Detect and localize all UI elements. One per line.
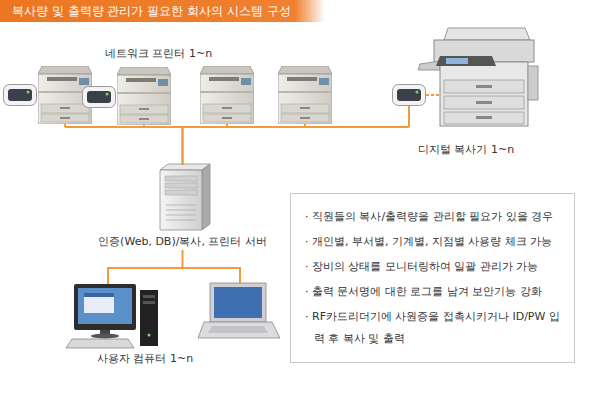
user-computers: 사용자 컴퓨터 1~n: [60, 267, 290, 368]
server-tower: [160, 164, 210, 230]
node-label: 사용자 컴퓨터 1~n: [97, 352, 193, 366]
network-printer: [200, 66, 254, 124]
user-bus: [108, 268, 240, 284]
network-printer: [117, 67, 171, 125]
rf-card-reader: [393, 85, 426, 106]
network-link: [183, 127, 389, 165]
node-label: 디지털 복사기 1~n: [418, 143, 514, 157]
network-link: [182, 250, 184, 267]
server-node: 인증(Web, DB)/복사, 프린터 서버: [70, 165, 295, 250]
title-bar: 복사량 및 출력량 관리가 필요한 회사의 시스템 구성: [0, 0, 325, 22]
network-printer: [278, 66, 332, 124]
node-label: 네트워크 프린터 1~n: [105, 47, 212, 61]
info-panel: · 직원들의 복사/출력량을 관리할 필요가 있을 경우 · 개인별, 부서별, …: [290, 193, 575, 363]
bullet-text: · 장비의 상태를 모니터링하여 일괄 관리가 가능: [305, 256, 564, 278]
digital-copier: [418, 28, 538, 126]
rf-card-reader: [4, 85, 37, 106]
rf-card-reader: [83, 87, 116, 108]
printer-group: 네트워크 프린터 1~n: [0, 45, 365, 128]
bullet-text: · 개인별, 부서별, 기계별, 지점별 사용량 체크 가능: [305, 231, 564, 253]
desktop-computer: [66, 284, 158, 348]
bullet-text: · RF카드리더기에 사원증을 접촉시키거나 ID/PW 입력 후 복사 및 출…: [305, 306, 564, 350]
reader-link: [426, 94, 440, 96]
laptop-computer: [198, 283, 280, 338]
bullet-text: · 직원들의 복사/출력량을 관리할 필요가 있을 경우: [305, 206, 564, 228]
node-label: 인증(Web, DB)/복사, 프린터 서버: [70, 235, 295, 249]
bullet-text: · 출력 문서명에 대한 로그를 남겨 보안기능 강화: [305, 281, 564, 303]
copier-node: 디지털 복사기 1~n: [388, 18, 548, 160]
